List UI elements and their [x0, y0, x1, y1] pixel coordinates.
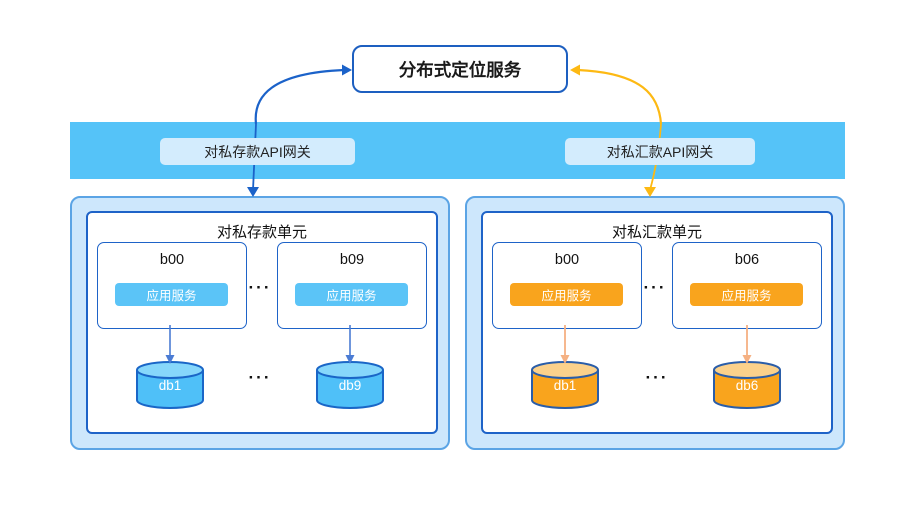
node-name: b00: [159, 252, 185, 268]
locator-service-label: 分布式定位服务: [398, 59, 522, 80]
deposit-unit-container: 对私存款单元 b00 应用服务 b09 应用服务: [70, 196, 450, 450]
remit-nodes-ellipsis: ···: [643, 278, 667, 297]
deposit-gateway-to-locator-arrow: [254, 68, 345, 125]
deposit-gateway-label-box: 对私存款API网关: [160, 138, 355, 165]
deposit-db1-label: db1: [158, 378, 182, 393]
deposit-db9-cylinder-icon: [316, 361, 384, 409]
deposit-node-b09: b09 应用服务: [277, 242, 427, 329]
locator-service-box: 分布式定位服务: [352, 45, 568, 93]
deposit-nodes-ellipsis: ···: [248, 278, 272, 297]
remit-node-b06: b06 应用服务: [672, 242, 822, 329]
deposit-gateway-label: 对私存款API网关: [204, 143, 311, 160]
blue-arrowhead-icon: [342, 64, 352, 76]
remit-db6-label: db6: [735, 378, 759, 393]
deposit-db1-cylinder-icon: [136, 361, 204, 409]
remit-unit-container: 对私汇款单元 b00 应用服务 b06 应用服务: [465, 196, 845, 450]
node-name: b00: [554, 252, 580, 268]
deposit-db9-label: db9: [338, 378, 362, 393]
deposit-dbs-ellipsis: ···: [248, 368, 272, 387]
remit-db6-cylinder-icon: [713, 361, 781, 409]
app-service-pill: 应用服务: [295, 283, 408, 306]
remit-gateway-label: 对私汇款API网关: [606, 143, 714, 160]
remit-unit-title: 对私汇款单元: [611, 224, 702, 241]
app-service-pill: 应用服务: [690, 283, 803, 306]
node-name: b06: [734, 252, 760, 268]
remit-dbs-ellipsis: ···: [645, 368, 669, 387]
remit-gateway-to-locator-arrow: [577, 68, 663, 125]
yellow-arrowhead-icon: [570, 64, 580, 76]
deposit-node-b00: b00 应用服务: [97, 242, 247, 329]
deposit-unit-title: 对私存款单元: [216, 224, 307, 241]
app-service-pill: 应用服务: [510, 283, 623, 306]
app-service-pill: 应用服务: [115, 283, 228, 306]
remit-gateway-label-box: 对私汇款API网关: [565, 138, 755, 165]
remit-db1-cylinder-icon: [531, 361, 599, 409]
remit-node-b00: b00 应用服务: [492, 242, 642, 329]
remit-db1-label: db1: [553, 378, 577, 393]
node-name: b09: [339, 252, 365, 268]
